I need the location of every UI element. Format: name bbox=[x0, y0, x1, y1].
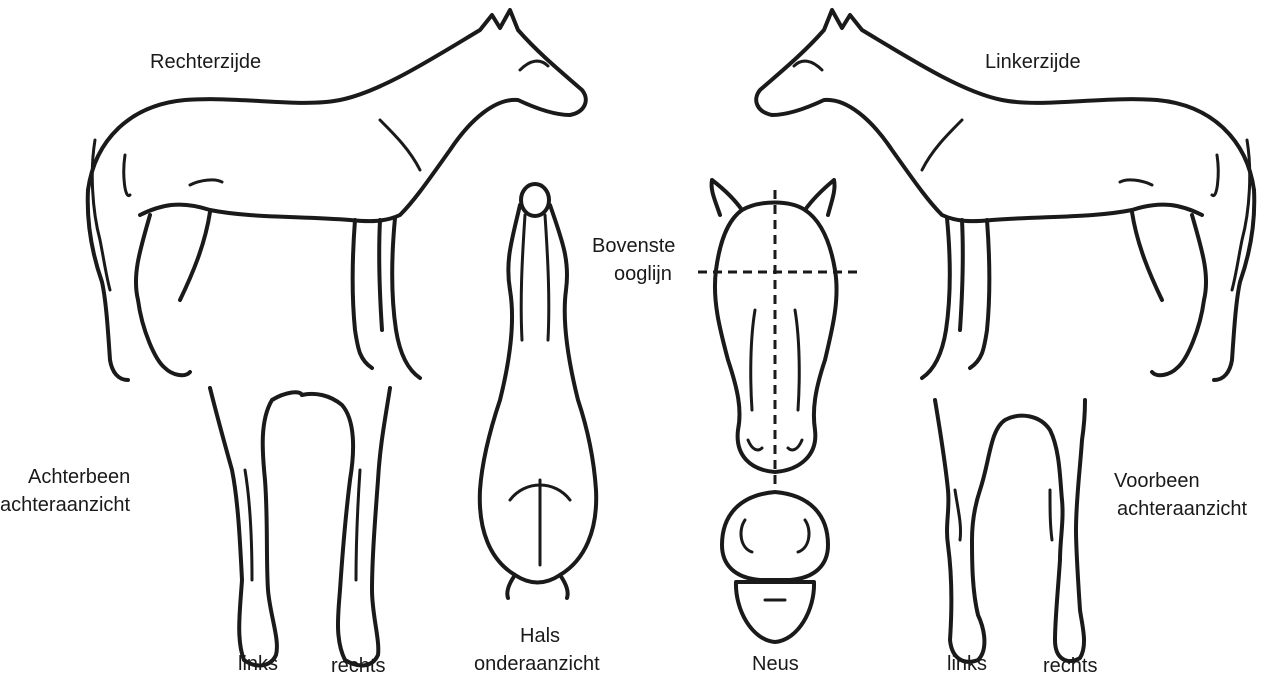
label-eye-line: ooglijn bbox=[614, 263, 672, 285]
label-fore-leg: Voorbeen bbox=[1114, 470, 1200, 492]
label-right-side: Rechterzijde bbox=[150, 51, 261, 73]
label-eye-line-top: Bovenste bbox=[592, 235, 675, 257]
hind-legs-rear-view bbox=[210, 388, 390, 665]
label-hind-right: rechts bbox=[331, 655, 385, 677]
label-neck-view: onderaanzicht bbox=[474, 653, 600, 675]
label-fore-leg-view: achteraanzicht bbox=[1117, 498, 1248, 520]
head-front-view bbox=[698, 180, 858, 488]
nose-view bbox=[722, 492, 828, 642]
neck-underside-view bbox=[480, 184, 596, 598]
label-fore-left: links bbox=[947, 653, 987, 675]
label-fore-right: rechts bbox=[1043, 655, 1097, 677]
label-neck: Hals bbox=[520, 625, 560, 647]
label-left-side: Linkerzijde bbox=[985, 51, 1081, 73]
label-hind-leg: Achterbeen bbox=[28, 466, 130, 488]
label-nose: Neus bbox=[752, 653, 799, 675]
fore-legs-rear-view bbox=[935, 400, 1085, 662]
label-hind-leg-view: achteraanzicht bbox=[0, 494, 131, 516]
label-hind-left: links bbox=[238, 653, 278, 675]
